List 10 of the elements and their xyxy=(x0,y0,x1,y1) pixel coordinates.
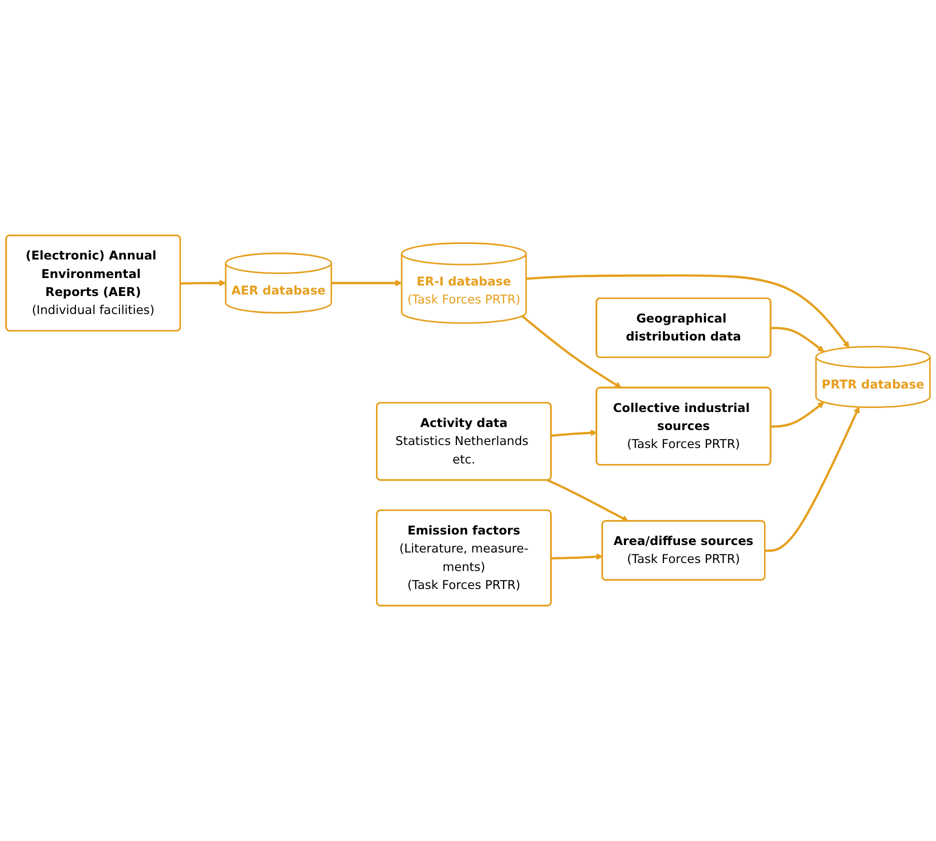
arrow xyxy=(331,280,402,286)
arrow xyxy=(547,479,629,522)
arrow xyxy=(180,280,226,286)
arrow xyxy=(521,315,622,388)
arrow xyxy=(770,402,824,428)
arrow xyxy=(551,430,598,437)
arrow xyxy=(551,553,603,560)
arrow xyxy=(770,326,824,352)
arrow xyxy=(765,406,860,552)
arrow xyxy=(526,274,850,348)
